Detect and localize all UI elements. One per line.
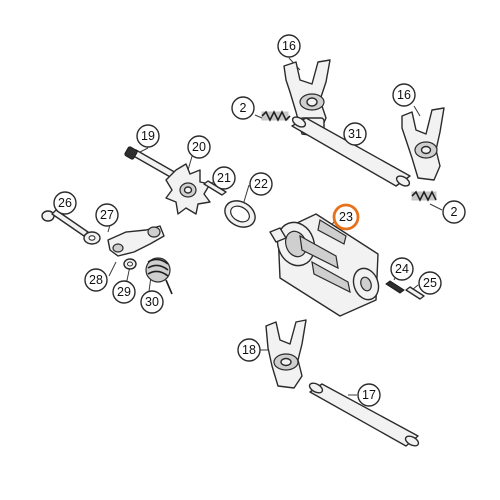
pin-21	[203, 180, 227, 196]
callout-20: 20	[187, 135, 211, 159]
callout-31: 31	[343, 122, 367, 146]
svg-text:23: 23	[339, 210, 353, 224]
svg-text:24: 24	[395, 262, 409, 276]
callout-17: 17	[357, 383, 381, 407]
callout-28: 28	[84, 268, 108, 292]
spring-30	[145, 257, 173, 295]
callout-16-upper: 16	[277, 34, 301, 58]
pin-19	[124, 146, 179, 179]
svg-text:17: 17	[362, 388, 376, 402]
svg-text:27: 27	[100, 208, 114, 222]
shift-fork-lower	[265, 319, 307, 389]
callout-2-right: 2	[442, 200, 466, 224]
callout-27: 27	[95, 203, 119, 227]
svg-text:31: 31	[348, 127, 362, 141]
bolt-26	[41, 209, 89, 237]
washer-29	[123, 258, 137, 270]
lever-28	[107, 225, 165, 257]
pin-24	[385, 280, 405, 294]
callout-24: 24	[390, 257, 414, 281]
callout-19: 19	[136, 124, 160, 148]
callout-30: 30	[140, 290, 164, 314]
svg-text:29: 29	[117, 285, 131, 299]
callout-22: 22	[249, 172, 273, 196]
svg-text:18: 18	[242, 343, 256, 357]
svg-text:30: 30	[145, 295, 159, 309]
shift-drum-23	[269, 213, 380, 317]
callout-21: 21	[212, 166, 236, 190]
callout-26: 26	[53, 191, 77, 215]
svg-text:28: 28	[89, 273, 103, 287]
svg-text:25: 25	[423, 276, 437, 290]
spring-right	[411, 190, 437, 202]
svg-text:26: 26	[58, 196, 72, 210]
callout-2-upper: 2	[231, 96, 255, 120]
spacer-22	[224, 200, 256, 228]
callout-23-highlighted: 23	[332, 203, 360, 231]
shift-fork-right	[401, 107, 445, 181]
svg-text:16: 16	[397, 88, 411, 102]
svg-text:16: 16	[282, 39, 296, 53]
spring-upper	[261, 110, 291, 122]
svg-text:20: 20	[192, 140, 206, 154]
washer-27	[83, 231, 101, 245]
svg-text:19: 19	[141, 129, 155, 143]
gear-star-20	[165, 163, 211, 215]
svg-text:22: 22	[254, 177, 268, 191]
callout-16-right: 16	[392, 83, 416, 107]
callout-18: 18	[237, 338, 261, 362]
shaft-upper	[291, 116, 411, 187]
svg-text:2: 2	[240, 101, 247, 115]
svg-text:21: 21	[217, 171, 231, 185]
pin-25	[405, 286, 425, 300]
callout-25: 25	[418, 271, 442, 295]
shaft-lower	[308, 382, 420, 447]
callout-29: 29	[112, 280, 136, 304]
svg-text:2: 2	[451, 205, 458, 219]
